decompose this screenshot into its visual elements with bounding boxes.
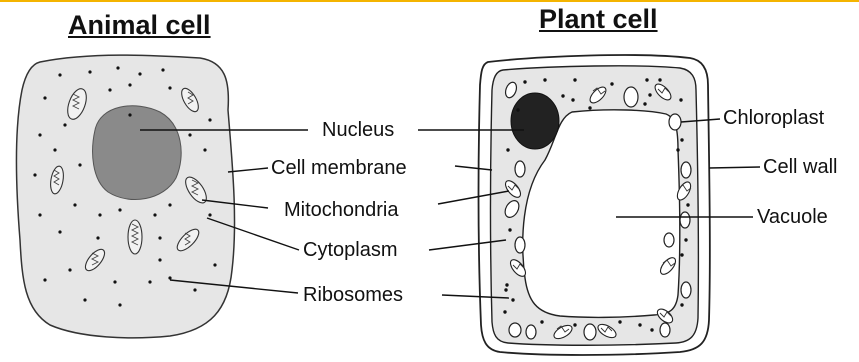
- animal-nucleus: [93, 106, 182, 200]
- label-cell-wall: Cell wall: [763, 157, 837, 177]
- label-ribosomes: Ribosomes: [303, 285, 403, 305]
- label-nucleus: Nucleus: [322, 120, 394, 140]
- label-vacuole: Vacuole: [757, 207, 828, 227]
- animal-cell: [17, 55, 235, 338]
- label-cytoplasm: Cytoplasm: [303, 240, 397, 260]
- cell-wall-line: [709, 167, 760, 168]
- cell-membrane-line-animal: [228, 168, 268, 172]
- label-chloroplast: Chloroplast: [723, 108, 824, 128]
- label-mitochondria: Mitochondria: [284, 200, 399, 220]
- plant-cell: [479, 55, 710, 355]
- plant-nucleus: [511, 93, 559, 149]
- label-cell-membrane: Cell membrane: [271, 158, 407, 178]
